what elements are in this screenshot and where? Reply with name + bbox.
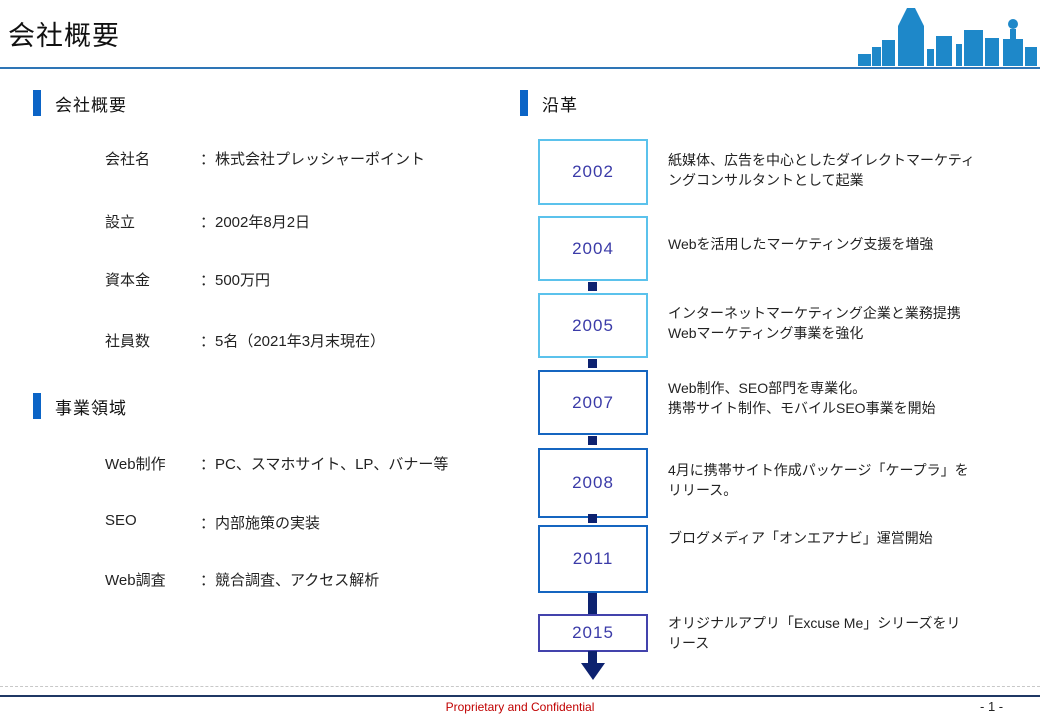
- section-heading: 沿革: [542, 95, 578, 115]
- fact-label: 会社名: [105, 151, 151, 168]
- footer-divider: [0, 695, 1040, 697]
- confidential-notice: Proprietary and Confidential: [445, 700, 595, 714]
- title-divider: [0, 67, 1040, 69]
- timeline-year-2007: 2007: [538, 370, 648, 435]
- timeline-desc: 紙媒体、広告を中心としたダイレクトマーケティ ングコンサルタントとして起業: [668, 152, 975, 189]
- timeline-desc: オリジナルアプリ「Excuse Me」シリーズをリ リース: [668, 615, 961, 652]
- fact-label: SEO: [105, 512, 137, 529]
- timeline-arrow-icon: [581, 663, 605, 680]
- section-heading: 会社概要: [55, 95, 127, 115]
- fact-value: ：内部施策の実装: [200, 515, 321, 532]
- timeline-connector: [588, 282, 597, 291]
- timeline-year-2004: 2004: [538, 216, 648, 281]
- section-heading: 事業領域: [55, 398, 127, 418]
- timeline-connector: [588, 359, 597, 368]
- fact-label: 資本金: [105, 272, 151, 289]
- section-accent-bar: [33, 90, 41, 116]
- fact-label: 社員数: [105, 333, 151, 350]
- city-skyline-graphic: [852, 2, 1040, 66]
- page-title: 会社概要: [8, 21, 120, 51]
- fact-value: ：500万円: [200, 272, 271, 289]
- footer-dashed-divider: [0, 686, 1040, 687]
- timeline-arrow-stem: [588, 651, 597, 664]
- fact-value: ：株式会社プレッシャーポイント: [200, 151, 426, 168]
- fact-value: ：5名（2021年3月末現在）: [200, 333, 386, 350]
- timeline-year-2008: 2008: [538, 448, 648, 518]
- section-company-overview: 会社概要: [33, 90, 127, 116]
- fact-value: ：2002年8月2日: [200, 214, 311, 231]
- section-business-domain: 事業領域: [33, 393, 127, 419]
- fact-label: Web制作: [105, 456, 166, 473]
- fact-label: 設立: [105, 214, 136, 231]
- timeline-year-2015: 2015: [538, 614, 648, 652]
- timeline-year-2005: 2005: [538, 293, 648, 358]
- section-history: 沿革: [520, 90, 578, 116]
- timeline-desc: ブログメディア「オンエアナビ」運営開始: [668, 530, 933, 546]
- fact-value: ：競合調査、アクセス解析: [200, 572, 380, 589]
- timeline-desc: インターネットマーケティング企業と業務提携 Webマーケティング事業を強化: [668, 305, 961, 342]
- timeline-connector-bar: [588, 593, 597, 614]
- timeline-desc: Webを活用したマーケティング支援を増強: [668, 236, 934, 252]
- timeline-desc: 4月に携帯サイト作成パッケージ「ケープラ」を リリース。: [668, 462, 969, 499]
- page-number: - 1 -: [980, 699, 1004, 714]
- timeline-desc: Web制作、SEO部門を専業化。 携帯サイト制作、モバイルSEO事業を開始: [668, 380, 936, 417]
- timeline-connector: [588, 436, 597, 445]
- fact-label: Web調査: [105, 572, 166, 589]
- timeline-year-2011: 2011: [538, 525, 648, 593]
- section-accent-bar: [33, 393, 41, 419]
- fact-value: ：PC、スマホサイト、LP、バナー等: [200, 456, 449, 473]
- timeline-year-2002: 2002: [538, 139, 648, 205]
- section-accent-bar: [520, 90, 528, 116]
- timeline-connector: [588, 514, 597, 523]
